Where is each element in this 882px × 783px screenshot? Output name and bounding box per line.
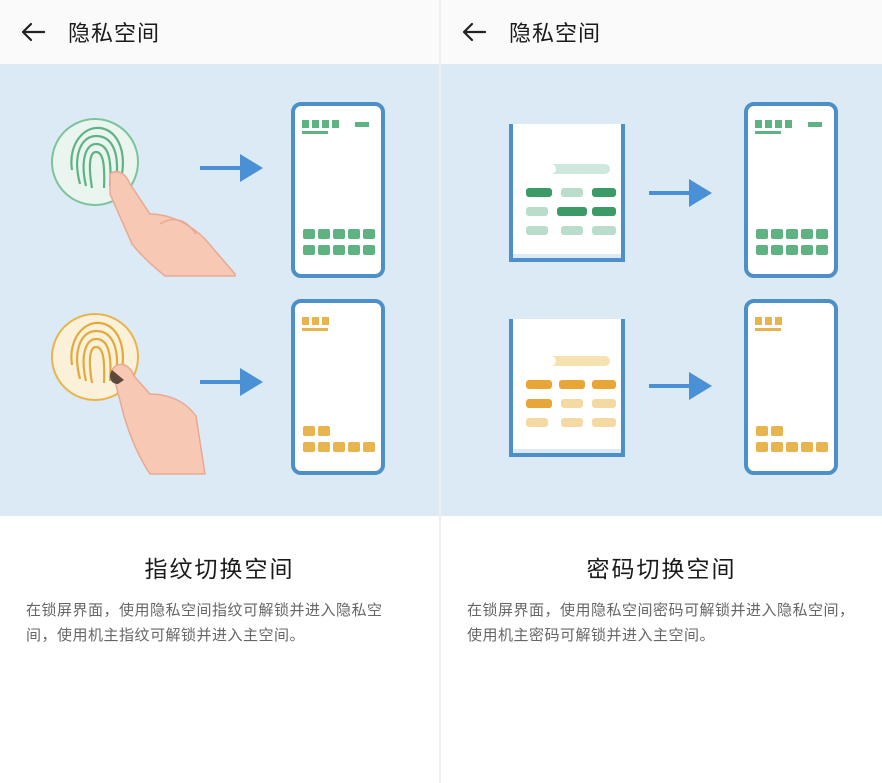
top-bar: 隐私空间 xyxy=(0,0,439,64)
page-title: 隐私空间 xyxy=(68,22,161,47)
arrow-icon xyxy=(200,368,263,396)
phone-gold xyxy=(291,299,385,475)
thumb-hand-icon xyxy=(110,363,206,475)
card-title: 密码切换空间 xyxy=(586,557,737,583)
keypad-gold xyxy=(509,319,625,457)
arrow-icon xyxy=(649,179,712,207)
card-description: 在锁屏界面，使用隐私空间密码可解锁并进入隐私空间，使用机主密码可解锁并进入主空间… xyxy=(467,601,855,644)
arrow-icon xyxy=(200,154,263,182)
back-arrow-icon[interactable] xyxy=(459,17,489,47)
phone-green xyxy=(744,102,838,278)
password-illustration xyxy=(441,64,882,516)
phone-green xyxy=(291,102,385,278)
keypad-green xyxy=(509,124,625,262)
top-bar: 隐私空间 xyxy=(441,0,882,64)
arrow-icon xyxy=(649,372,712,400)
fingerprint-illustration xyxy=(0,64,439,516)
back-arrow-icon[interactable] xyxy=(18,17,48,47)
hand-icon xyxy=(109,170,236,277)
password-switch-panel: 隐私空间 xyxy=(441,0,882,783)
card-title: 指纹切换空间 xyxy=(144,557,295,583)
page-title: 隐私空间 xyxy=(509,22,602,47)
phone-gold xyxy=(744,299,838,475)
fingerprint-switch-panel: 隐私空间 xyxy=(0,0,441,783)
card-description: 在锁屏界面，使用隐私空间指纹可解锁并进入隐私空间，使用机主指纹可解锁并进入主空间… xyxy=(26,601,383,644)
